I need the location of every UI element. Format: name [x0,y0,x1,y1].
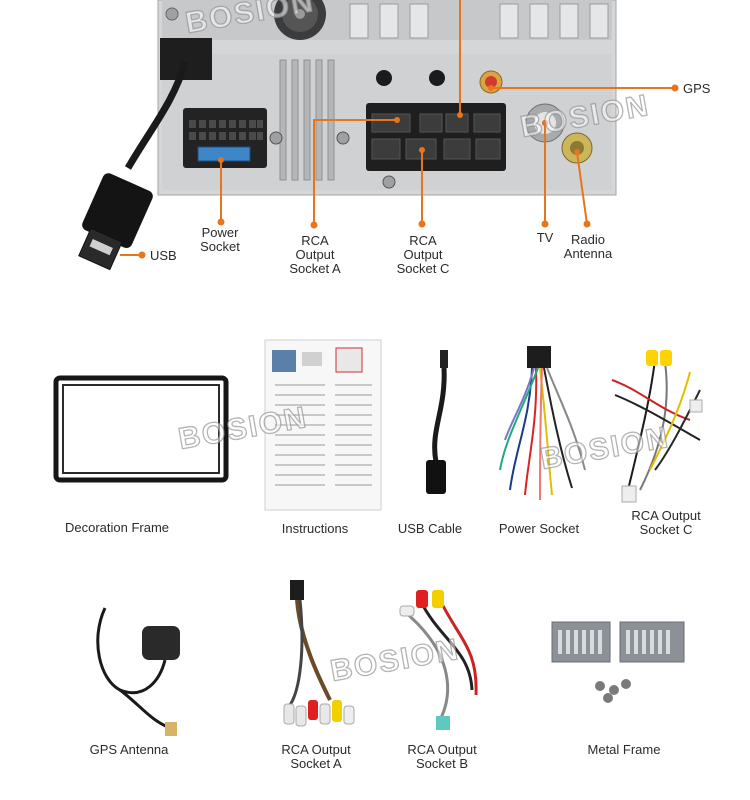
rca-socket-a-image [283,580,355,727]
usb-label: USB [150,248,177,263]
gps-label: GPS [683,81,711,96]
rca-socket-c-image [611,350,703,503]
decoration-frame-image [53,375,229,483]
power-socket-image [499,346,586,501]
radio-antenna-jack [561,132,593,164]
rca-connector-block [366,103,506,171]
instructions-image [264,339,382,511]
gps-antenna-label: GPS Antenna [89,742,169,757]
usb-cable-label: USB Cable [397,521,463,536]
usb-cable-image [426,350,448,494]
tv-label: TV [536,230,554,245]
usb-cable [78,61,189,271]
leader-lines [120,0,675,256]
metal-frame-label: Metal Frame [587,742,661,757]
rca-socket-b-image [399,590,478,730]
instructions-label: Instructions [281,521,349,536]
power-socket-item-label: Power Socket [498,521,580,536]
leader-dots [138,84,679,259]
metal-frame-image [551,621,685,703]
decoration-frame-label: Decoration Frame [64,520,170,535]
power-connector [183,108,267,168]
gps-antenna-image [96,607,180,736]
